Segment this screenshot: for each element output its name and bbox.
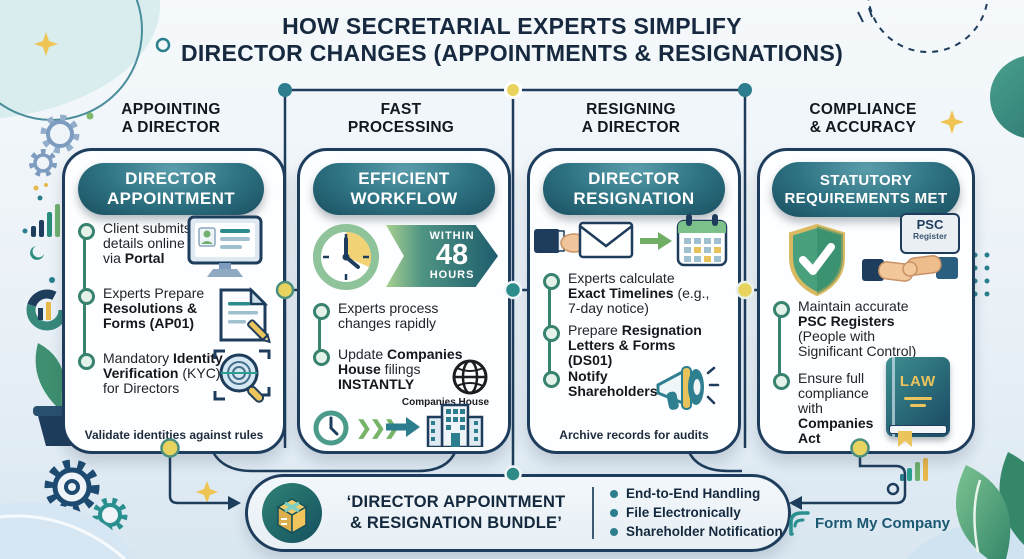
bullet-notify-shareholders: Notify Shareholders (543, 368, 657, 399)
handshake-icon (862, 255, 958, 282)
bullet-identity-verification: Mandatory Identity Verification (KYC) fo… (78, 350, 236, 396)
bullet-marker (313, 303, 330, 320)
brand-name: Form My Company (815, 514, 951, 532)
card-footnote: Validate identities against rules (84, 428, 264, 442)
list-dot-icon (610, 508, 618, 517)
card-footnote: Archive records for audits (559, 428, 709, 442)
brand-logo-icon (789, 511, 810, 536)
hand-envelope-icon (534, 221, 634, 259)
companies-house-globe-icon (452, 359, 488, 395)
bundle-banner: ‘DIRECTOR APPOINTMENT& RESIGNATION BUNDL… (245, 474, 791, 552)
shield-check-icon (789, 223, 845, 297)
small-clock-icon (313, 410, 349, 446)
kyc-fingerprint-icon (213, 349, 271, 403)
law-book-icon: LAW (886, 357, 950, 447)
megaphone-icon (656, 366, 720, 410)
bullet-marker (773, 373, 790, 390)
bundle-item: End-to-End Handling (610, 484, 783, 503)
bookmark-ribbon (898, 431, 912, 447)
bundle-item-list: End-to-End Handling File Electronically … (610, 484, 783, 541)
bullet-exact-timelines: Experts calculate Exact Timelines (e.g.,… (543, 270, 713, 316)
chevrons-icon: ❯❯❯ (356, 418, 400, 439)
bullet-marker (543, 371, 560, 388)
calendar-icon (676, 214, 728, 267)
bullet-marker (773, 301, 790, 318)
list-dot-icon (610, 527, 618, 536)
clock-icon (313, 224, 379, 290)
bullet-marker (543, 325, 560, 342)
bullet-marker (78, 353, 95, 370)
psc-register-tag: PSC Register (900, 213, 960, 254)
document-pencil-icon (219, 286, 271, 344)
column-header-compliance: COMPLIANCE& ACCURACY (809, 101, 917, 137)
bullet-psc-registers: Maintain accurate PSC Registers (People … (773, 298, 941, 359)
companies-house-label: Companies House (401, 397, 490, 408)
bullet-marker (313, 349, 330, 366)
bundle-item: File Electronically (610, 503, 783, 522)
bullet-marker (78, 223, 95, 240)
building-icon (426, 403, 484, 447)
bullet-rail (318, 309, 321, 361)
bullet-client-portal: Client submits details online via Portal (78, 220, 196, 266)
bullet-resignation-letters: Prepare Resignation Letters & Forms (DS0… (543, 322, 721, 368)
bundle-title: ‘DIRECTOR APPOINTMENT& RESIGNATION BUNDL… (346, 493, 566, 532)
within-48-hours-badge: WITHIN 48 HOURS (386, 225, 498, 287)
bullet-companies-house-filings: Update Companies House filings INSTANTLY (313, 346, 485, 392)
list-dot-icon (610, 489, 618, 498)
bullet-marker (543, 273, 560, 290)
green-arrow-icon (640, 232, 672, 250)
bundle-divider (592, 487, 594, 539)
bullet-process-rapidly: Experts process changes rapidly (313, 300, 483, 331)
title-line2: DIRECTOR CHANGES (APPOINTMENTS & RESIGNA… (180, 40, 844, 66)
bullet-marker (78, 288, 95, 305)
monitor-icon (187, 215, 263, 277)
brand-logo: Form My Company (788, 510, 950, 536)
bullet-companies-act: Ensure full compliance with Companies Ac… (773, 370, 885, 447)
title-line1: HOW SECRETARIAL EXPERTS SIMPLIFY (282, 13, 742, 39)
bullet-resolutions-forms: Experts Prepare Resolutions & Forms (AP0… (78, 285, 218, 331)
bullet-rail (778, 307, 781, 379)
package-icon (262, 483, 322, 543)
arrow-right-icon (386, 417, 420, 437)
bundle-item: Shareholder Notification (610, 522, 783, 541)
